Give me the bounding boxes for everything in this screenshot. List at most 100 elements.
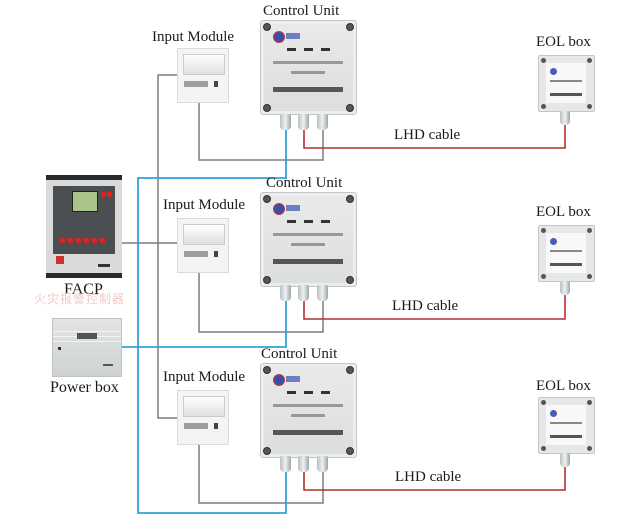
screw <box>541 446 546 451</box>
screw <box>587 400 592 405</box>
device-text <box>550 80 582 82</box>
power-box-stripe <box>53 331 121 332</box>
signal-trunk-line <box>157 74 177 419</box>
screw <box>263 104 271 112</box>
cable-gland <box>298 456 309 472</box>
input-module-label: Input Module <box>163 369 246 385</box>
bus-line-unit-2 <box>120 301 287 348</box>
cable-gland <box>280 456 291 472</box>
device-text <box>291 414 325 417</box>
input-module-window <box>183 224 225 245</box>
brand-logo-icon <box>550 410 557 417</box>
facp-badge <box>98 264 110 267</box>
facp-key <box>101 192 106 197</box>
device-text <box>273 233 343 236</box>
cable-gland <box>317 114 328 130</box>
facp-panel[interactable] <box>46 175 122 278</box>
screw <box>541 104 546 109</box>
screw <box>346 23 354 31</box>
status-led <box>304 220 313 223</box>
control-unit[interactable] <box>260 363 357 458</box>
manufacturer-text <box>550 263 582 266</box>
status-led <box>287 48 296 51</box>
eol-box-label: EOL box <box>536 34 591 50</box>
facp-key <box>107 192 112 197</box>
input-module-label: Input Module <box>152 29 235 45</box>
input-module-led <box>214 423 218 429</box>
screw <box>541 400 546 405</box>
eol-box-label: EOL box <box>536 204 591 220</box>
brand-mark <box>286 376 300 382</box>
power-box-indicator <box>58 347 61 350</box>
input-module-text <box>184 81 208 87</box>
device-text <box>291 243 325 246</box>
input-module-label: Input Module <box>163 197 246 213</box>
control-unit-label: Control Unit <box>263 3 340 19</box>
device-text <box>550 422 582 424</box>
facp-display <box>72 191 98 212</box>
input-module-text <box>184 251 208 257</box>
screw <box>263 447 271 455</box>
facp-key <box>84 238 89 243</box>
input-module[interactable] <box>177 218 229 273</box>
brand-logo-icon <box>273 31 285 43</box>
cable-gland <box>560 281 570 295</box>
control-unit-label: Control Unit <box>266 175 343 191</box>
manufacturer-text <box>550 93 582 96</box>
input-module-window <box>183 54 225 75</box>
cable-gland <box>317 285 328 301</box>
screw <box>587 228 592 233</box>
input-module[interactable] <box>177 48 229 103</box>
input-module[interactable] <box>177 390 229 445</box>
eol-box[interactable] <box>538 397 595 454</box>
manufacturer-text <box>273 87 343 92</box>
lhd-cable-label: LHD cable <box>395 469 462 485</box>
screw <box>541 58 546 63</box>
facp-key <box>76 238 81 243</box>
control-unit[interactable] <box>260 20 357 115</box>
manufacturer-text <box>273 430 343 435</box>
facp-key <box>68 238 73 243</box>
power-box[interactable] <box>52 318 122 377</box>
cable-gland <box>280 285 291 301</box>
facp-key <box>100 238 105 243</box>
screw <box>346 276 354 284</box>
control-unit-label: Control Unit <box>261 346 338 362</box>
cable-gland <box>560 111 570 125</box>
brand-logo-icon <box>273 203 285 215</box>
lhd-cable-1 <box>303 125 566 149</box>
device-text <box>291 71 325 74</box>
status-led <box>304 391 313 394</box>
input-module-text <box>184 423 208 429</box>
screw <box>263 276 271 284</box>
power-box-stripe <box>53 341 121 342</box>
device-text <box>273 404 343 407</box>
status-led <box>321 391 330 394</box>
input-module-led <box>214 251 218 257</box>
cable-gland <box>298 114 309 130</box>
eol-box[interactable] <box>538 55 595 112</box>
status-led <box>321 48 330 51</box>
lhd-cable-label: LHD cable <box>392 298 459 314</box>
screw <box>587 58 592 63</box>
screw <box>587 446 592 451</box>
lhd-cable-2 <box>303 295 566 320</box>
eol-box[interactable] <box>538 225 595 282</box>
lhd-cable-3 <box>303 467 566 491</box>
brand-logo-icon <box>550 68 557 75</box>
brand-mark <box>286 205 300 211</box>
control-unit[interactable] <box>260 192 357 287</box>
screw <box>587 274 592 279</box>
status-led <box>304 48 313 51</box>
screw <box>541 228 546 233</box>
power-box-window <box>77 333 97 339</box>
power-box-label: Power box <box>50 379 119 396</box>
device-text <box>273 61 343 64</box>
input-module-3-to-control-unit-line <box>198 443 324 504</box>
cable-gland <box>298 285 309 301</box>
screw <box>346 104 354 112</box>
status-led <box>287 220 296 223</box>
facp-key <box>60 238 65 243</box>
manufacturer-text <box>550 435 582 438</box>
